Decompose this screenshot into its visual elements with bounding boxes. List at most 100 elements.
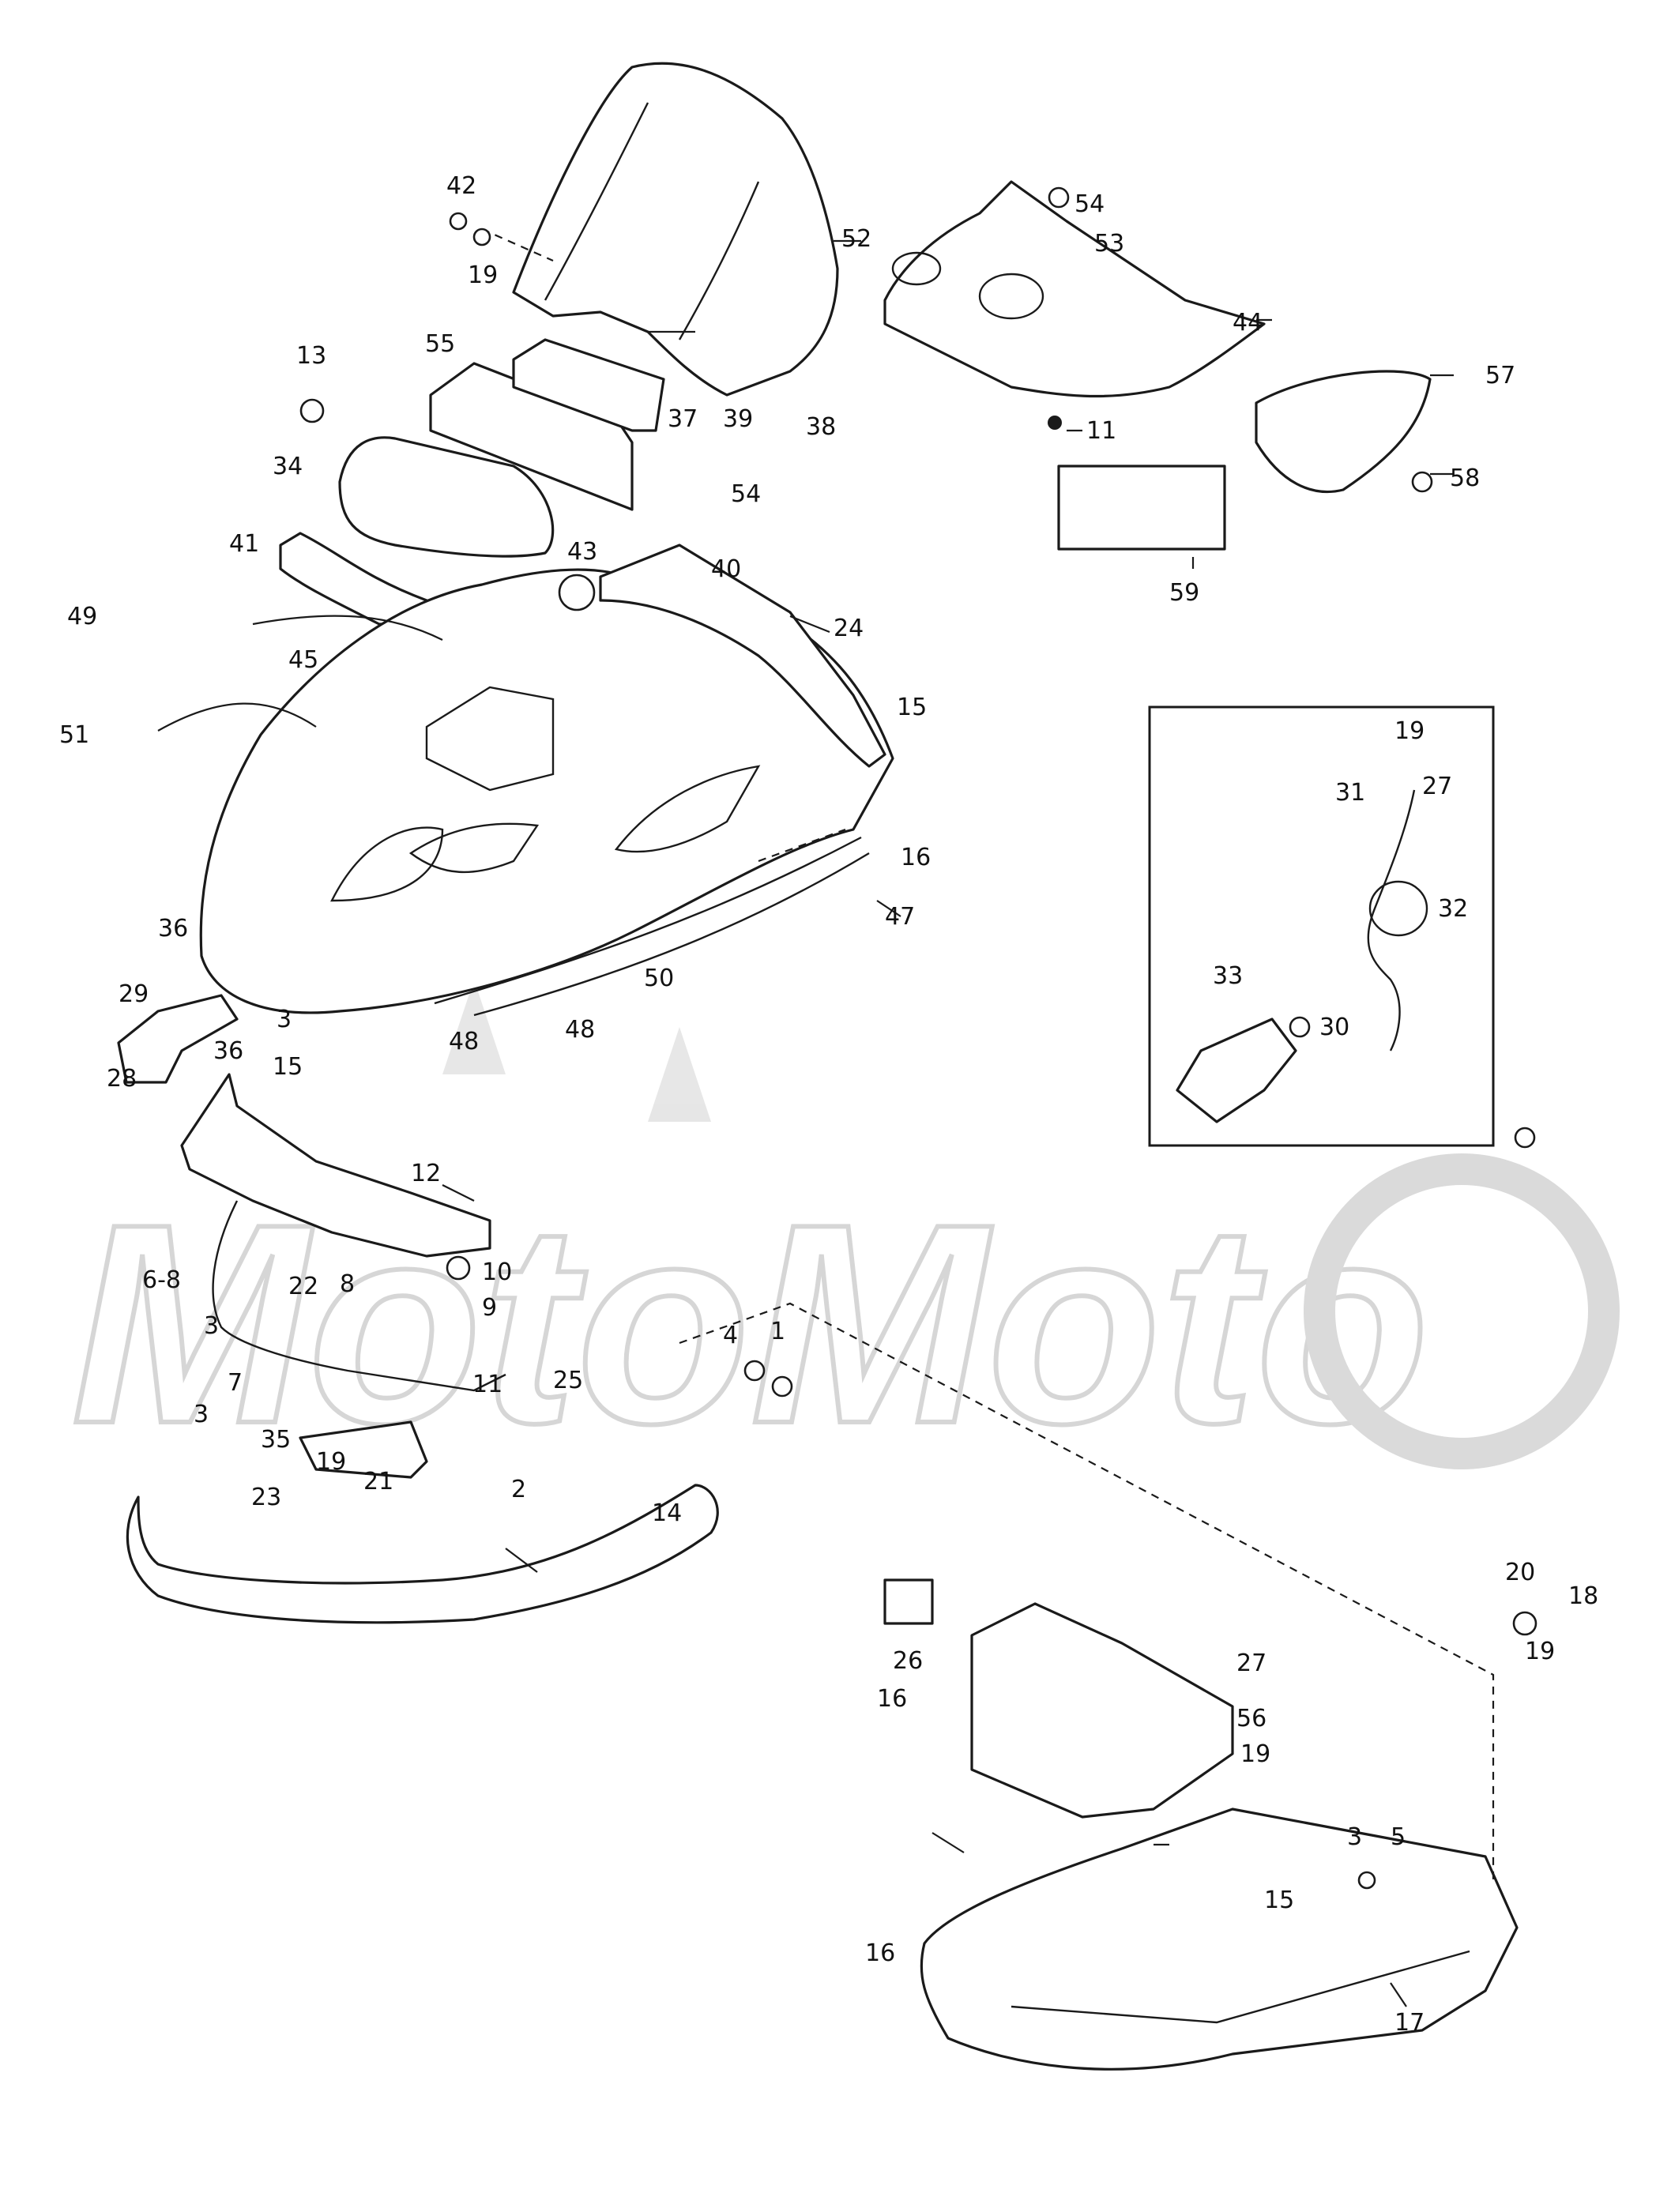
label-48: 48 (449, 1028, 479, 1055)
label-16-b: 16 (877, 1685, 907, 1713)
label-52: 52 (841, 225, 871, 253)
label-20: 20 (1505, 1559, 1535, 1586)
latch-hook (1176, 1018, 1297, 1123)
latch-cable (1367, 789, 1416, 1051)
bolt-10 (446, 1255, 471, 1281)
label-25: 25 (553, 1367, 583, 1394)
label-36-lower: 36 (213, 1037, 243, 1065)
label-4: 4 (723, 1322, 738, 1349)
foam-block (883, 1578, 934, 1625)
deflector-panel (883, 180, 1266, 398)
label-56: 56 (1236, 1705, 1266, 1732)
label-24: 24 (834, 615, 864, 642)
label-29: 29 (119, 980, 149, 1008)
bushing-43 (558, 574, 596, 611)
fasteners (299, 186, 1537, 1890)
label-21: 21 (363, 1468, 393, 1495)
label-1: 1 (770, 1318, 785, 1345)
latch-30 (1289, 1016, 1311, 1038)
latch-detail-inset (1148, 705, 1495, 1147)
label-40: 40 (711, 555, 741, 583)
callout-labels: 42 19 13 55 37 39 38 52 54 53 44 11 57 5… (59, 172, 1598, 2037)
label-15-c: 15 (1264, 1887, 1294, 1914)
bracket-20 (1512, 1611, 1537, 1636)
label-3-b: 3 (204, 1312, 219, 1340)
label-31: 31 (1335, 779, 1365, 807)
leader-lines (157, 239, 1454, 2007)
label-19-c: 19 (1240, 1740, 1270, 1768)
label-57: 57 (1485, 362, 1515, 389)
assembly-line-belly (679, 1302, 1495, 1880)
front-bumper-lower (126, 1484, 719, 1624)
label-8: 8 (340, 1270, 355, 1298)
nut-4 (743, 1360, 766, 1382)
bolt-42 (449, 212, 468, 231)
label-38: 38 (806, 413, 836, 441)
label-15: 15 (897, 694, 927, 721)
label-36: 36 (158, 915, 188, 942)
hood-vent-center (408, 822, 540, 874)
hood-trim-lower (434, 836, 862, 1005)
label-35: 35 (261, 1426, 291, 1454)
label-26: 26 (893, 1647, 923, 1675)
label-53: 53 (1094, 230, 1124, 258)
hood-vent-left (330, 826, 444, 902)
console-upper (429, 362, 634, 511)
hood-scoop (425, 686, 555, 792)
label-7: 7 (228, 1369, 243, 1397)
label-22: 22 (288, 1273, 318, 1300)
foam-pad (1057, 465, 1226, 551)
label-50: 50 (644, 965, 674, 992)
assembly-line-hood (758, 828, 846, 863)
label-33: 33 (1213, 962, 1243, 990)
label-19-inset: 19 (1394, 717, 1425, 745)
label-41: 41 (229, 530, 259, 558)
windshield (512, 62, 839, 397)
label-54-lower: 54 (731, 480, 761, 508)
mirror-bracket (1255, 370, 1432, 494)
label-44: 44 (1233, 309, 1263, 337)
washer-19 (472, 228, 491, 246)
label-3: 3 (277, 1006, 292, 1033)
label-28: 28 (107, 1065, 137, 1093)
label-16-c: 16 (865, 1939, 895, 1967)
screw-11 (1048, 416, 1062, 430)
label-12: 12 (411, 1160, 441, 1187)
label-51: 51 (59, 721, 89, 749)
label-19-d: 19 (1525, 1638, 1555, 1665)
label-14: 14 (652, 1499, 682, 1527)
watermark-spires-icon (442, 980, 711, 1122)
deflector-hole (978, 273, 1044, 320)
label-5: 5 (1391, 1823, 1406, 1851)
label-18: 18 (1568, 1582, 1598, 1610)
label-27-inset: 27 (1422, 773, 1452, 800)
label-42: 42 (446, 172, 476, 200)
label-59: 59 (1169, 579, 1199, 607)
label-10: 10 (482, 1258, 512, 1286)
label-19-b: 19 (316, 1448, 346, 1476)
belly-pan-edge (1011, 1950, 1470, 2024)
belly-pan-tray (970, 1602, 1234, 1819)
label-16: 16 (901, 844, 931, 871)
label-47: 47 (885, 903, 915, 931)
label-43: 43 (567, 538, 597, 566)
front-bumper-upper (180, 1073, 491, 1258)
rear-side-panel (599, 544, 886, 768)
label-23: 23 (251, 1484, 281, 1511)
hood-vent-right (614, 765, 761, 853)
label-58: 58 (1450, 465, 1480, 492)
label-49: 49 (67, 603, 97, 630)
label-54: 54 (1075, 190, 1105, 218)
label-11-b: 11 (472, 1371, 502, 1398)
windshield-inner (544, 102, 760, 340)
label-9: 9 (482, 1294, 497, 1322)
label-34: 34 (273, 453, 303, 480)
label-32: 32 (1438, 895, 1468, 923)
deflector-vent (891, 251, 942, 286)
front-bumper-frame (212, 1200, 506, 1392)
skid-plate (299, 1420, 428, 1479)
label-37: 37 (668, 405, 698, 433)
nut-3-right (1357, 1871, 1376, 1890)
latch-handle (1368, 880, 1428, 937)
label-11: 11 (1086, 417, 1116, 445)
